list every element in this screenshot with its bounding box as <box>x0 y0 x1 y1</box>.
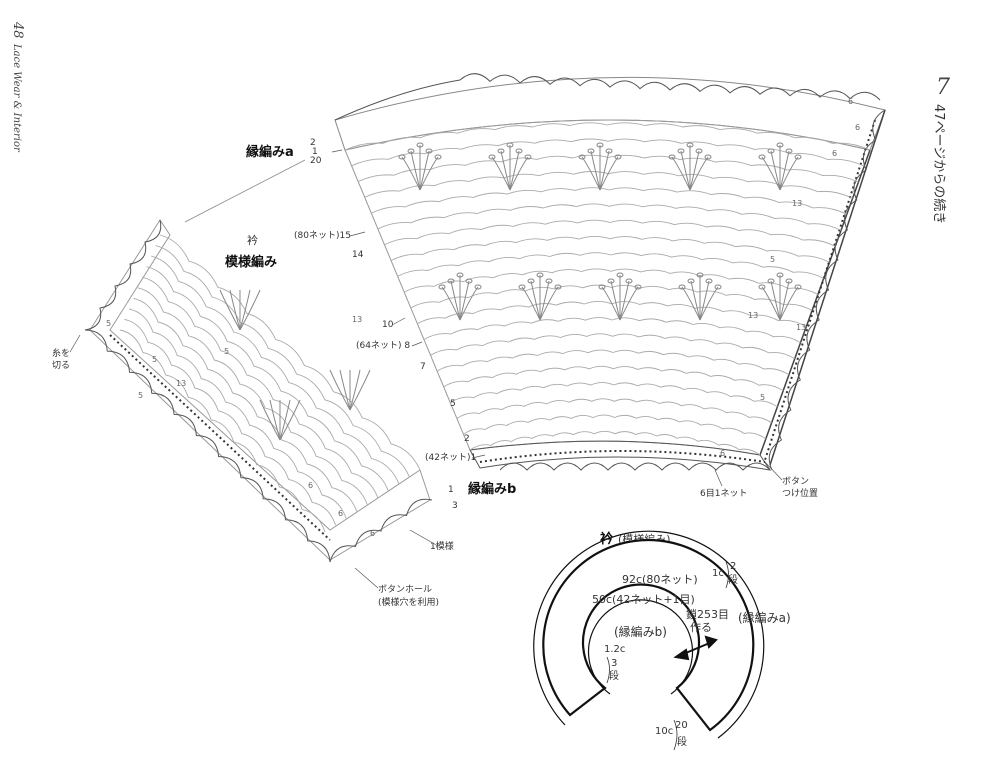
label-button-pos-2: つけ位置 <box>782 487 818 499</box>
stitch-count-number: 5 <box>770 255 775 264</box>
stitch-count-number: 6 <box>832 149 837 158</box>
schematic-top-bracket <box>725 561 729 589</box>
fan-chart <box>334 73 886 471</box>
schematic-inner-height: 1.2c <box>604 644 625 655</box>
stitch-count-number: 13 <box>796 323 806 332</box>
label-buttonhole-1: ボタンホール <box>378 584 432 595</box>
start-arrow-icon <box>673 635 718 661</box>
label-edging-a: 縁編みa <box>246 144 294 160</box>
schematic-bottom-height: 10c <box>655 726 673 737</box>
schematic-bottom-bracket <box>673 719 678 751</box>
stitch-count-number: 5 <box>224 347 229 356</box>
section-number: 7 <box>936 75 950 100</box>
collar-net-rows <box>119 234 421 533</box>
label-one-pattern: 1模様 <box>430 540 454 552</box>
stitch-count-number: 13 <box>792 199 802 208</box>
schematic-inner-rows-unit: 段 <box>609 669 619 682</box>
stitch-count-number: 6 <box>370 529 375 538</box>
stitch-count-number: 13 <box>352 315 362 324</box>
label-button-pos-1: ボタン <box>782 476 809 487</box>
row-label-2-top: 2 <box>310 138 316 148</box>
section-heading: 7 47ページからの続き <box>931 75 950 224</box>
schematic-outer-width: 92c(80ネット) <box>622 573 698 586</box>
row-label-10: 10 <box>382 320 394 330</box>
collar-cross-edge <box>109 334 331 541</box>
label-collar: 衿 <box>247 233 258 247</box>
schematic-bottom-rows-unit: 段 <box>677 735 687 748</box>
fan-bottom-cross-edge <box>479 450 766 463</box>
fan-right-edge <box>759 109 886 466</box>
leader-lines <box>69 149 783 589</box>
stitch-count-number: 5 <box>760 393 765 402</box>
schematic-chain-1: 鎖253目 <box>686 607 729 621</box>
row-label-15: (80ネット)15 <box>294 230 351 241</box>
label-buttonhole-2: (模様穴を利用) <box>378 596 439 608</box>
schematic-inner-width: 50c(42ネット+1目) <box>592 593 695 606</box>
book-title: Lace Wear & Interior <box>11 43 22 153</box>
collar-outline <box>89 219 431 561</box>
collar-shells <box>219 289 371 441</box>
stitch-count-number: 6 <box>308 481 313 490</box>
stitch-count-number: 6 <box>720 449 725 458</box>
row-label-7: 7 <box>420 362 426 372</box>
row-label-5: 5 <box>450 399 456 409</box>
schematic-inner-bracket <box>606 656 610 684</box>
schematic-edging-a: (縁編みa) <box>738 610 791 625</box>
schematic-inner-rows: 3 <box>611 658 617 669</box>
stitch-count-number: 5 <box>106 319 111 328</box>
schematic-top-height: 1c <box>712 568 724 579</box>
label-six-st-1net: 6目1ネット <box>700 488 747 499</box>
row-label-1-top: 1 <box>312 147 318 157</box>
schematic-inner-edge <box>587 599 694 695</box>
row-label-2: 2 <box>464 434 470 444</box>
stitch-count-number: 13 <box>176 379 186 388</box>
collar-to-edging-line <box>184 159 306 223</box>
schematic-edging-b: (縁編みb) <box>614 624 667 639</box>
row-label-b3: 3 <box>452 501 458 511</box>
stitch-count-number: 6 <box>855 123 860 132</box>
bottom-scallop-edge <box>499 462 771 471</box>
row-label-14: 14 <box>352 250 364 260</box>
stitch-count-number: 5 <box>138 391 143 400</box>
label-cut-yarn-1: 糸を <box>52 347 70 359</box>
schematic-top-rows: 2 <box>730 561 736 572</box>
chart-labels: 縁編みa 2 1 20 衿 模様編み (80ネット)15 14 10 (64ネッ… <box>52 138 818 608</box>
schematic-outer-edge <box>533 530 765 739</box>
section-heading-text: 47ページからの続き <box>931 104 946 224</box>
stitch-count-number: 6 <box>848 97 853 106</box>
stitch-count-number: 6 <box>338 509 343 518</box>
fan-shells <box>398 142 802 321</box>
schematic-chain-2: 作る <box>690 621 712 634</box>
collar-schematic: 衿 (模様編み) 92c(80ネット) 50c(42ネット+1目) 鎖253目 … <box>533 530 791 751</box>
fan-net-rows <box>344 122 871 456</box>
right-scallop-edge <box>768 109 886 471</box>
label-pattern-stitch: 模様編み <box>225 254 277 270</box>
row-label-8: (64ネット) 8 <box>356 340 410 351</box>
schematic-top-rows-unit: 段 <box>728 573 738 586</box>
page-number: 48 <box>10 21 25 39</box>
fan-body <box>344 119 871 456</box>
schematic-bottom-rows: 20 <box>675 720 688 731</box>
row-label-b1: 1 <box>448 485 454 495</box>
label-cut-yarn-2: 切る <box>52 360 70 371</box>
edging-a-band <box>334 76 886 151</box>
collar-scallop-edge <box>84 219 433 563</box>
row-label-1: (42ネット)1 <box>425 452 476 463</box>
collar-chart <box>84 159 433 563</box>
stitch-count-number: 13 <box>748 311 758 320</box>
schematic-outer-shape <box>542 538 755 732</box>
row-label-20: 20 <box>310 156 322 166</box>
label-edging-b: 縁編みb <box>468 481 516 497</box>
top-scallop-edge <box>334 73 881 121</box>
running-header: 48 Lace Wear & Interior <box>10 21 25 153</box>
stitch-count-number: 5 <box>152 355 157 364</box>
